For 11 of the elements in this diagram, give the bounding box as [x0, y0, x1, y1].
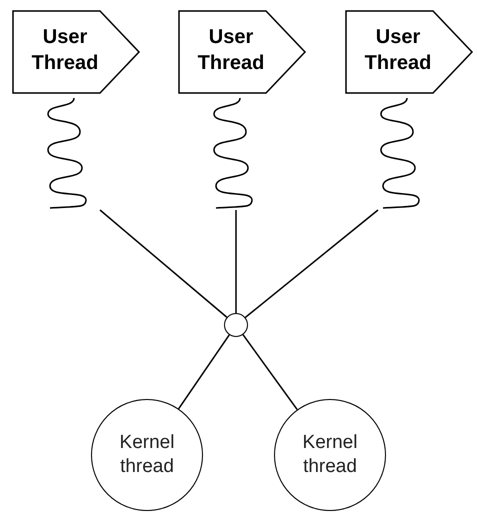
- connector-line: [178, 334, 230, 410]
- thread-label: Kernel thread: [118, 431, 176, 479]
- thread-label: User Thread: [30, 25, 100, 76]
- connector-line: [242, 334, 298, 410]
- junction-circle: [224, 313, 248, 337]
- connector-line: [100, 209, 228, 318]
- connector-line: [244, 209, 378, 318]
- connector-line: [235, 210, 237, 313]
- thread-label: User Thread: [196, 25, 266, 76]
- thread-label: Kernel thread: [302, 431, 358, 479]
- thread-label: User Thread: [364, 25, 432, 76]
